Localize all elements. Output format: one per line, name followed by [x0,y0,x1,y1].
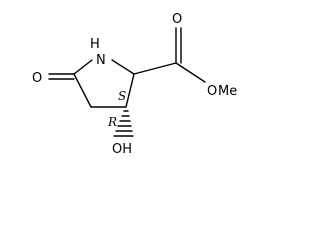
hashed-wedge-bond-c3-oh [113,110,134,137]
bond-c5-n1 [73,59,93,75]
methyl-label: Me [218,84,237,99]
hydroxyl-label: OH [112,142,132,157]
molecule-structure-diagram: O H N O O Me OH S R [32,12,237,157]
amine-nitrogen-label: N [96,53,106,68]
bond-c4-c5 [73,73,92,108]
carbonyl-oxygen-label: O [172,12,182,27]
bond-ester-oxygen [175,62,206,83]
bond-c2-c3 [125,73,135,108]
stereo-descriptor-c3: R [107,115,117,129]
bond-n1-c2 [111,59,135,75]
stereo-descriptor-c2: S [118,89,126,103]
ester-oxygen-label: O [207,84,217,99]
bond-c2-ester-carbon [133,62,177,75]
ketone-oxygen-label: O [32,71,42,86]
amine-hydrogen-label: H [90,37,100,52]
